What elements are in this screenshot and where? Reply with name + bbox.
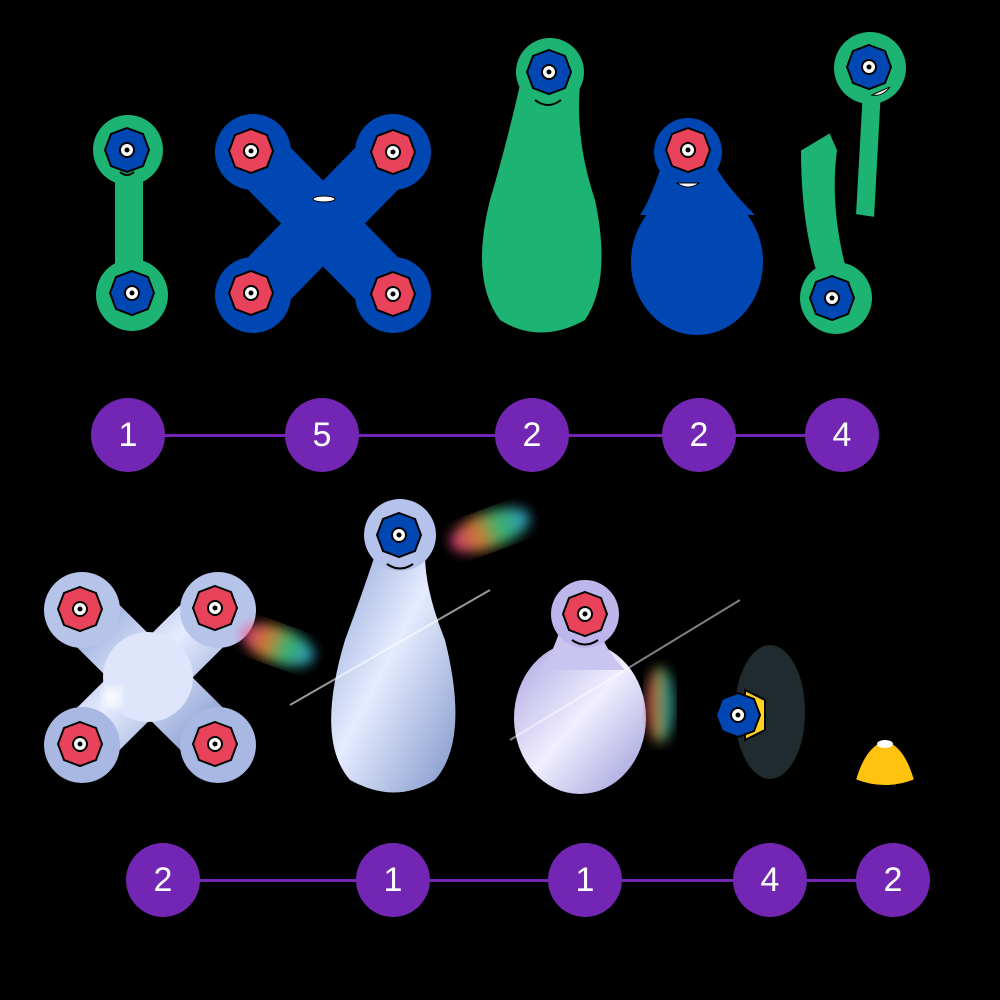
timeline-connector: [128, 434, 842, 437]
yellow-cone-figure: [853, 738, 917, 787]
blue-x-spinner-figure: [215, 114, 431, 333]
green-pear-figure: [482, 38, 602, 333]
rainbow-glare: [241, 623, 315, 667]
silver-pear-figure: [289, 499, 491, 793]
count-badge: 2: [856, 843, 930, 917]
count-badge: 1: [548, 843, 622, 917]
count-badge: 2: [126, 843, 200, 917]
rainbow-glare: [646, 667, 674, 743]
count-badge: 4: [805, 398, 879, 472]
count-badge: 1: [356, 843, 430, 917]
count-badge: 5: [285, 398, 359, 472]
blue-pear-figure: [631, 118, 763, 335]
lilac-pear-figure: [509, 580, 741, 794]
count-badge: 2: [662, 398, 736, 472]
timeline-connector: [163, 879, 893, 882]
green-dumbbell-figure: [93, 115, 168, 331]
count-badge: 2: [495, 398, 569, 472]
green-twisted-figure: [798, 32, 906, 334]
silver-x-spinner-figure: [44, 572, 256, 783]
dark-disc-figure: [715, 643, 807, 781]
count-badge: 1: [91, 398, 165, 472]
count-badge: 4: [733, 843, 807, 917]
rainbow-glare: [450, 507, 530, 553]
